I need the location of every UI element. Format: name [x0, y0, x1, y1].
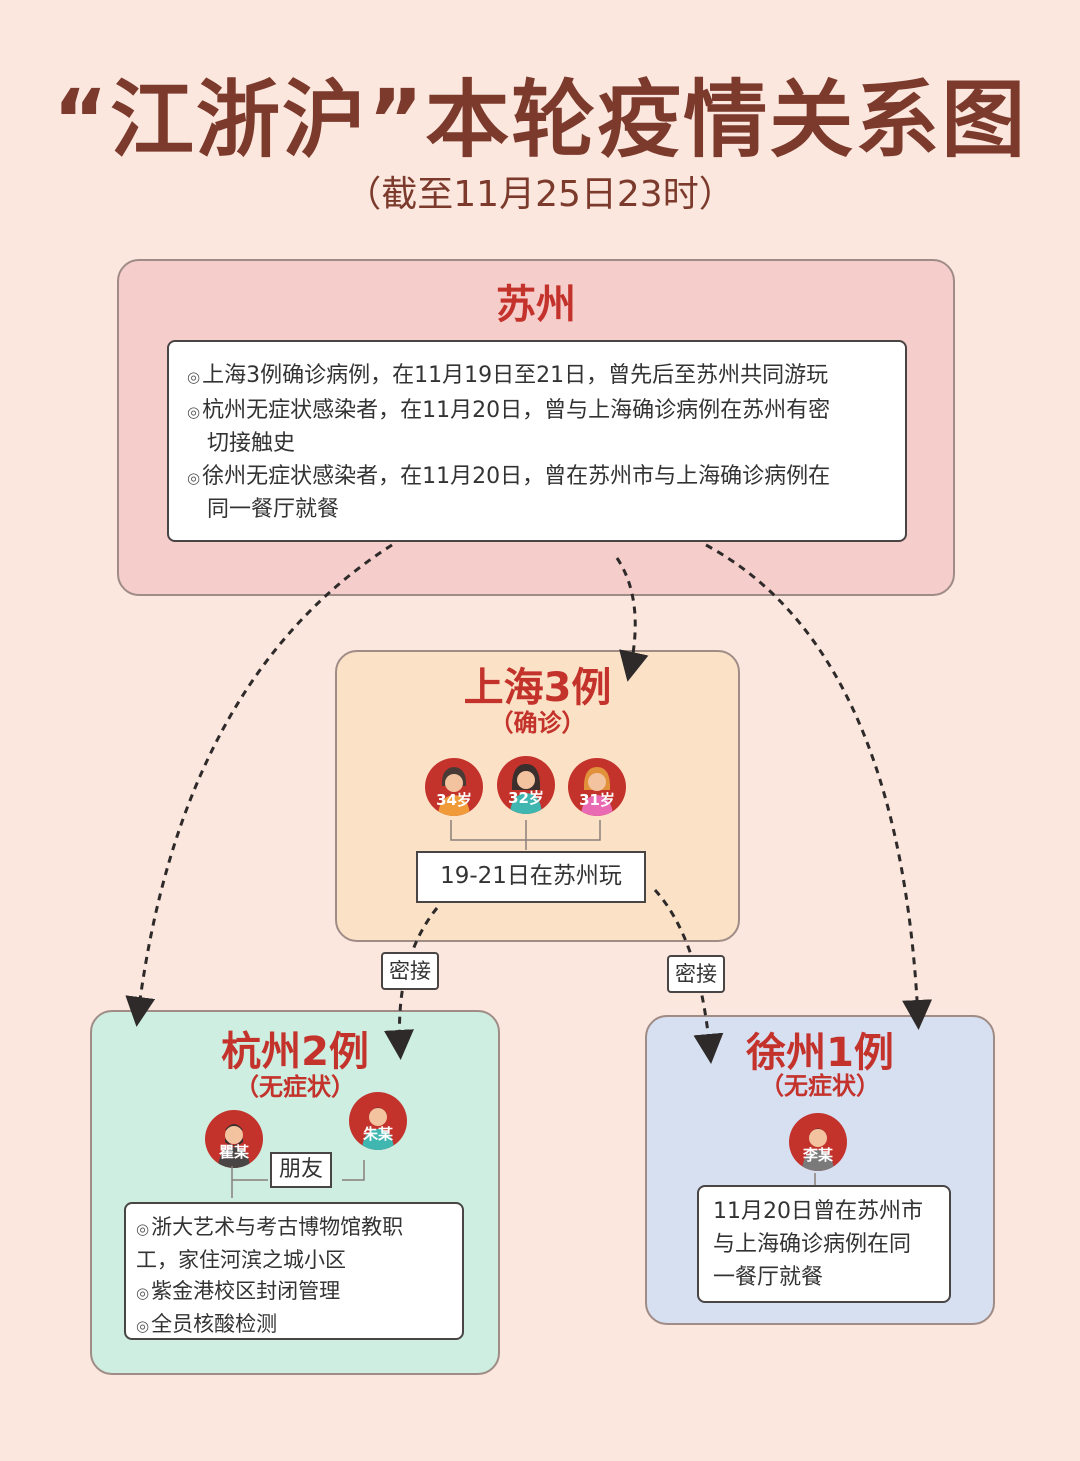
suzhou-item-1: ◎上海3例确诊病例，在11月19日至21日，曾先后至苏州共同游玩	[187, 363, 829, 388]
person-name: 瞿某	[218, 1143, 249, 1161]
hangzhou-item-1: ◎浙大艺术与考古博物馆教职	[136, 1215, 404, 1239]
woman-icon	[581, 767, 613, 816]
hangzhou-panel: 杭州2例 （无症状） 瞿某 朱某 朋友 ◎浙大艺术与考古博物馆教职 工，家住河滨…	[90, 1010, 500, 1375]
shanghai-subtitle: （确诊）	[489, 709, 586, 737]
age-label: 32岁	[508, 789, 544, 807]
man-icon	[362, 1107, 394, 1150]
shanghai-panel: 上海3例 （确诊） 34岁 32岁 31岁 19-21日在苏州玩	[335, 650, 740, 942]
hangzhou-subtitle: （无症状）	[235, 1073, 355, 1101]
bullet-icon: ◎	[187, 403, 201, 421]
hangzhou-info-box: ◎浙大艺术与考古博物馆教职 工，家住河滨之城小区 ◎紫金港校区封闭管理 ◎全员核…	[124, 1202, 464, 1340]
xuzhou-info-box: 11月20日曾在苏州市 与上海确诊病例在同 一餐厅就餐	[697, 1185, 951, 1303]
person-avatar-zhu: 朱某	[349, 1092, 407, 1150]
person-avatar-32: 32岁	[497, 756, 555, 814]
xuzhou-subtitle: （无症状）	[760, 1072, 880, 1100]
shanghai-title: 上海3例	[463, 665, 612, 711]
xuzhou-note-line: 一餐厅就餐	[713, 1265, 824, 1290]
shanghai-note-box: 19-21日在苏州玩	[416, 851, 646, 903]
suzhou-panel: 苏州 ◎上海3例确诊病例，在11月19日至21日，曾先后至苏州共同游玩 ◎杭州无…	[117, 259, 955, 596]
relation-label: 朋友	[270, 1152, 332, 1188]
person-avatar-li: 李某	[789, 1113, 847, 1171]
xuzhou-note-line: 与上海确诊病例在同	[713, 1232, 912, 1257]
suzhou-item-3: ◎徐州无症状感染者，在11月20日，曾在苏州市与上海确诊病例在同一餐厅就餐	[187, 464, 831, 522]
suzhou-title: 苏州	[496, 282, 576, 328]
bullet-icon: ◎	[187, 368, 201, 386]
woman-icon	[510, 764, 542, 814]
hangzhou-item-1-cont: 工，家住河滨之城小区	[136, 1248, 346, 1272]
bullet-icon: ◎	[136, 1284, 150, 1302]
person-name: 李某	[802, 1146, 833, 1164]
age-label: 31岁	[579, 791, 615, 809]
person-avatar-34: 34岁	[425, 758, 483, 816]
person-name: 朱某	[362, 1125, 393, 1143]
xuzhou-panel: 徐州1例 （无症状） 李某 11月20日曾在苏州市 与上海确诊病例在同 一餐厅就…	[645, 1015, 995, 1325]
close-contact-label-right: 密接	[667, 955, 725, 993]
hangzhou-item-3: ◎全员核酸检测	[136, 1312, 278, 1336]
suzhou-item-2: ◎杭州无症状感染者，在11月20日，曾与上海确诊病例在苏州有密切接触史	[187, 398, 831, 456]
bullet-icon: ◎	[187, 469, 201, 487]
man-icon	[802, 1128, 834, 1171]
person-avatar-qu: 瞿某	[205, 1110, 263, 1168]
close-contact-label-left: 密接	[381, 952, 439, 990]
hangzhou-title: 杭州2例	[221, 1029, 369, 1075]
bullet-icon: ◎	[136, 1317, 150, 1335]
page-subtitle: （截至11月25日23时）	[345, 174, 735, 215]
xuzhou-title: 徐州1例	[746, 1030, 894, 1076]
person-avatar-31: 31岁	[568, 758, 626, 816]
hangzhou-item-2: ◎紫金港校区封闭管理	[136, 1279, 341, 1303]
woman-icon	[438, 767, 470, 816]
age-label: 34岁	[436, 791, 472, 809]
xuzhou-note-line: 11月20日曾在苏州市	[713, 1199, 923, 1224]
bullet-icon: ◎	[136, 1220, 150, 1238]
suzhou-info-box: ◎上海3例确诊病例，在11月19日至21日，曾先后至苏州共同游玩 ◎杭州无症状感…	[167, 340, 907, 542]
page-title: “江浙沪”本轮疫情关系图	[52, 71, 1028, 169]
